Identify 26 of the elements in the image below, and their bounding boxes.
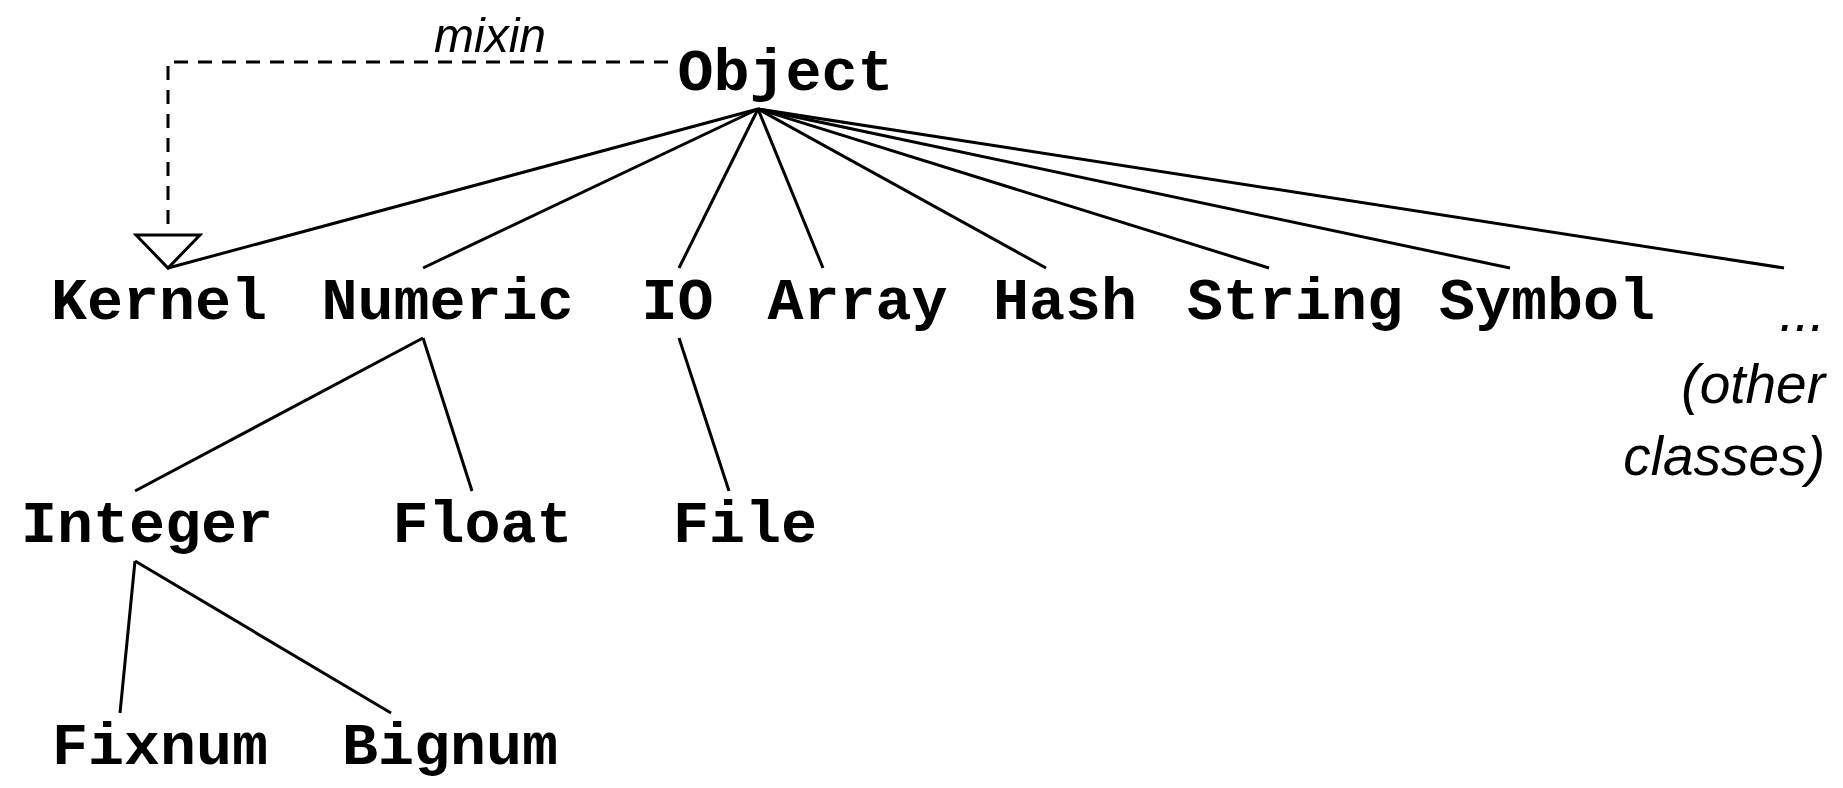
class-name: Fixnum	[51, 718, 268, 778]
class-name: Symbol	[1438, 273, 1655, 333]
dashed-connector	[134, 60, 668, 270]
class-name: Numeric	[321, 273, 574, 333]
class-name: Hash	[993, 273, 1137, 333]
connector-line	[422, 107, 759, 270]
note-text: ...	[1779, 280, 1825, 345]
class-name: IO	[641, 273, 714, 333]
connector-line	[677, 337, 731, 492]
connector-line	[167, 107, 759, 270]
connector-line	[756, 108, 825, 269]
class-name: File	[673, 496, 817, 556]
class-name: Array	[767, 273, 948, 333]
connector-line	[677, 108, 760, 269]
class-name: String	[1186, 273, 1403, 333]
connector-line	[757, 107, 1785, 270]
connector-line	[421, 337, 474, 492]
connector-line	[134, 336, 424, 493]
class-name: Kernel	[50, 273, 267, 333]
connector-line	[134, 559, 392, 715]
note-text: (other classes)	[1622, 352, 1825, 489]
class-name: Bignum	[341, 718, 558, 778]
class-name: Float	[392, 496, 573, 556]
class-name: Object	[677, 43, 894, 104]
connector-line	[118, 560, 137, 714]
class-name: Integer	[20, 496, 273, 556]
